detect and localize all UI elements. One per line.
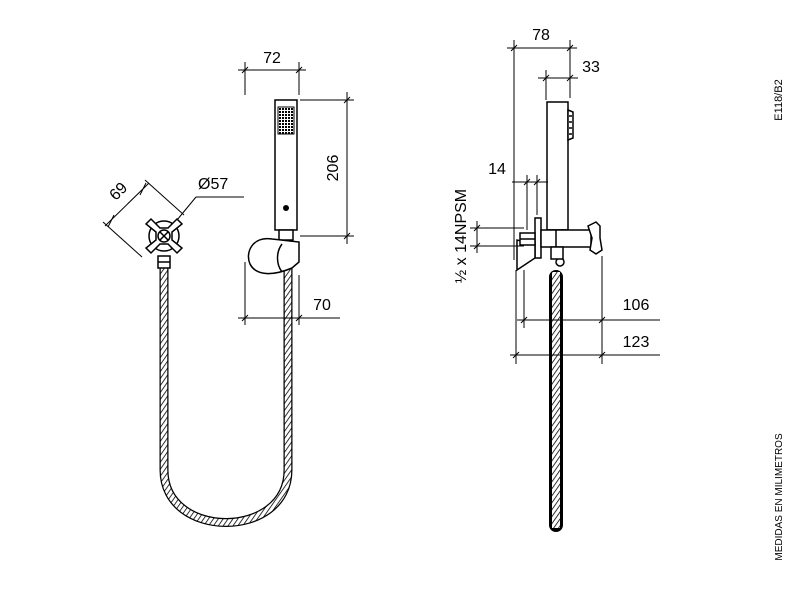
side-valve-handle <box>540 221 603 267</box>
dim-70-label: 70 <box>313 297 331 314</box>
dim-106-label: 106 <box>623 297 650 314</box>
cross-handle-valve <box>144 217 184 269</box>
dim-206 <box>300 92 354 244</box>
dim-diameter-57 <box>176 196 244 221</box>
dim-diameter-57-label: Ø57 <box>198 176 228 193</box>
dim-206-label: 206 <box>325 155 342 182</box>
front-view: 72 206 70 Ø57 <box>102 50 354 527</box>
dim-33 <box>538 70 578 100</box>
drawing-code: E118/B2 <box>773 79 785 120</box>
dim-69-label: 69 <box>107 179 132 204</box>
dim-thread <box>470 221 524 253</box>
front-hose <box>159 258 293 527</box>
dim-33-label: 33 <box>582 59 600 76</box>
dim-78-label: 78 <box>532 27 550 44</box>
dim-123-label: 123 <box>623 334 650 351</box>
side-wall-flange <box>516 217 542 272</box>
dim-69 <box>102 179 185 258</box>
side-hand-shower <box>546 101 574 243</box>
units-note: MEDIDAS EN MILIMETROS <box>774 433 785 561</box>
spray-nozzle-grid <box>277 106 295 135</box>
dim-70 <box>238 262 340 325</box>
shower-holder-bracket <box>247 238 300 275</box>
dim-72-label: 72 <box>263 50 281 67</box>
dim-78 <box>507 40 577 260</box>
dim-14-label: 14 <box>488 161 506 178</box>
hand-shower <box>274 99 298 241</box>
side-view: 78 33 14 ½ x 14NPSM <box>453 27 660 532</box>
dim-14 <box>512 175 548 230</box>
dim-123 <box>510 270 660 364</box>
dim-thread-label: ½ x 14NPSM <box>453 189 470 283</box>
brand-logo-icon <box>283 205 289 211</box>
dim-72 <box>238 62 306 95</box>
dim-106 <box>517 256 660 364</box>
